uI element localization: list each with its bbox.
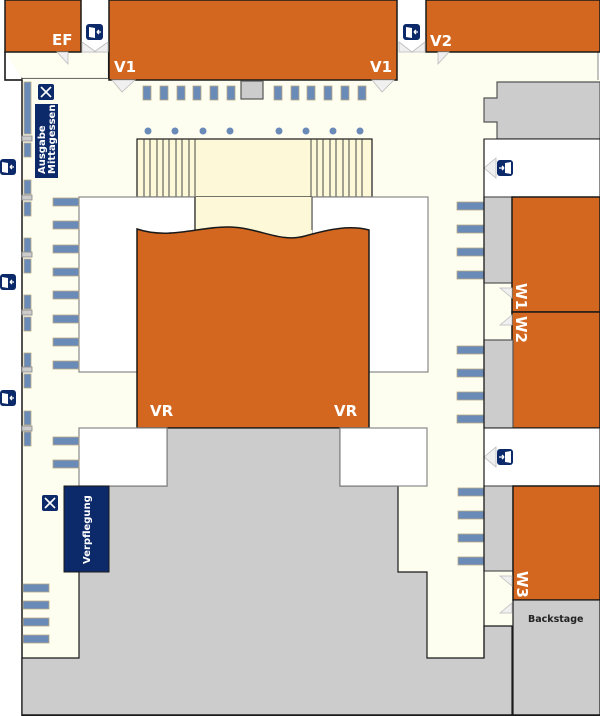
catering-sign-label: Verpflegung — [82, 495, 93, 564]
room-ef[interactable]: EF — [4, 0, 82, 53]
exit-door-icon — [497, 449, 513, 465]
door-markers-right — [483, 157, 513, 614]
right-grey-w3 — [483, 485, 514, 572]
catering-sign: Verpflegung — [42, 485, 110, 573]
room-backstage[interactable]: Backstage — [512, 599, 600, 716]
room-label-w1: W1 — [512, 283, 530, 310]
lunch-counter-sign: Ausgabe Mittagessen — [35, 84, 58, 178]
room-vr[interactable]: VR VR — [136, 226, 370, 429]
stall-column-bottom-left — [22, 583, 50, 644]
room-w2[interactable]: W2 — [511, 311, 600, 429]
right-grey-top — [483, 81, 600, 140]
stall-column-left-wall — [21, 81, 33, 447]
room-label-vr-left: VR — [150, 402, 174, 420]
room-label-w3: W3 — [513, 571, 531, 598]
room-label-v2: V2 — [430, 32, 452, 50]
exit-door-icon — [0, 274, 16, 290]
stall-column-left — [52, 197, 80, 469]
room-label-v1-left: V1 — [114, 58, 136, 76]
pillars — [144, 127, 364, 135]
lower-blocks — [78, 427, 428, 487]
room-label-v1-right: V1 — [370, 58, 392, 76]
exit-door-icon — [0, 390, 16, 406]
stairs — [136, 138, 373, 198]
exit-door-icon — [403, 24, 420, 40]
room-v1[interactable]: V1 V1 — [108, 0, 398, 81]
room-label-w2: W2 — [512, 316, 530, 343]
right-grey-w2 — [483, 339, 514, 429]
lunch-sign-line1: Ausgabe — [37, 125, 48, 174]
exit-door-icon — [86, 24, 103, 40]
room-w3[interactable]: W3 — [512, 485, 600, 601]
room-label-backstage: Backstage — [528, 614, 583, 625]
door-markers-top — [56, 41, 450, 93]
room-label-ef: EF — [52, 31, 73, 49]
exit-door-icon — [497, 160, 513, 176]
right-grey-w1 — [483, 196, 514, 284]
room-v2[interactable]: V2 — [425, 0, 600, 53]
room-w1[interactable]: W1 — [511, 196, 600, 313]
exit-door-icon — [0, 159, 16, 175]
stall-row-top — [142, 80, 367, 101]
lunch-sign-line2: Mittagessen — [47, 105, 58, 174]
room-label-vr-right: VR — [334, 402, 358, 420]
